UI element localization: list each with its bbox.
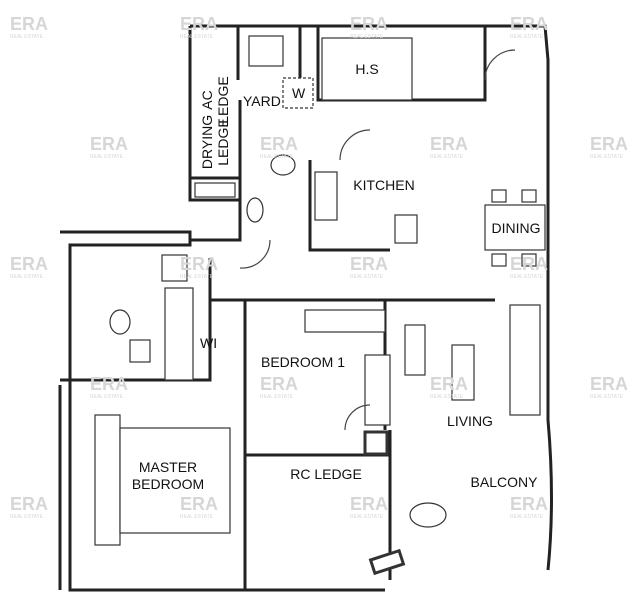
era-watermark-tagline: REAL ESTATE — [260, 154, 294, 160]
era-watermark: ERA — [510, 494, 548, 514]
era-watermark-tagline: REAL ESTATE — [180, 34, 214, 40]
era-watermark-tagline: REAL ESTATE — [590, 154, 624, 160]
era-watermark: ERA — [260, 374, 298, 394]
era-watermark: ERA — [10, 14, 48, 34]
era-watermark-tagline: REAL ESTATE — [350, 34, 384, 40]
era-watermark: ERA — [350, 494, 388, 514]
walls — [58, 24, 553, 592]
era-watermark-tagline: REAL ESTATE — [90, 394, 124, 400]
era-watermark: ERA — [180, 14, 218, 34]
dining-label: DINING — [492, 220, 541, 236]
aircon-icon — [368, 548, 406, 576]
coffee-table-icon — [451, 344, 475, 401]
sink-icon — [394, 214, 418, 244]
ledge-vent — [194, 182, 236, 198]
bedroom1-bed-icon — [364, 354, 391, 426]
era-watermark-tagline: REAL ESTATE — [510, 514, 544, 520]
household-shelter-box — [321, 37, 413, 101]
wardrobe-icon — [164, 287, 194, 381]
living-label: LIVING — [447, 413, 493, 429]
era-watermark: ERA — [10, 494, 48, 514]
chair-icon — [491, 253, 507, 267]
era-watermark-tagline: REAL ESTATE — [10, 514, 44, 520]
tv-console-icon — [509, 304, 541, 416]
shaft-icon — [161, 254, 188, 282]
era-watermark-tagline: REAL ESTATE — [510, 274, 544, 280]
era-watermark: ERA — [430, 134, 468, 154]
era-watermark-tagline: REAL ESTATE — [10, 274, 44, 280]
era-watermark: ERA — [590, 374, 628, 394]
bedroom-1-label: BEDROOM 1 — [261, 354, 345, 370]
era-watermark-tagline: REAL ESTATE — [180, 274, 214, 280]
era-watermark-tagline: REAL ESTATE — [350, 514, 384, 520]
chair-icon — [491, 189, 507, 203]
yard-label: YARD — [243, 93, 281, 109]
era-watermark: ERA — [180, 254, 218, 274]
bedside-icon — [94, 414, 121, 546]
wardrobe-bedroom1-icon — [304, 309, 386, 333]
era-watermark: ERA — [10, 254, 48, 274]
era-watermark-tagline: REAL ESTATE — [10, 34, 44, 40]
master-bed-icon — [119, 427, 231, 534]
era-watermark: ERA — [260, 134, 298, 154]
era-watermark-tagline: REAL ESTATE — [590, 394, 624, 400]
era-watermark: ERA — [510, 254, 548, 274]
drying-ledge-label-2: LEDGE — [215, 118, 231, 165]
ac-ledge-label-1: AC — [199, 90, 215, 109]
stove-icon — [314, 171, 338, 221]
era-watermark: ERA — [350, 14, 388, 34]
era-watermark-tagline: REAL ESTATE — [180, 514, 214, 520]
toilet-icon — [246, 197, 264, 223]
door-swings — [239, 49, 516, 431]
era-watermark: ERA — [430, 374, 468, 394]
kitchen-label: KITCHEN — [353, 177, 414, 193]
era-watermark: ERA — [350, 254, 388, 274]
era-watermark-tagline: REAL ESTATE — [510, 34, 544, 40]
washer-label: W — [292, 85, 306, 101]
chair-icon — [521, 189, 537, 203]
washer-box — [282, 77, 314, 109]
column-icon — [363, 430, 389, 456]
master-basin-icon — [129, 339, 151, 363]
era-watermark: ERA — [590, 134, 628, 154]
basin-icon — [270, 154, 296, 176]
balcony-label: BALCONY — [471, 474, 539, 490]
era-watermark-tagline: REAL ESTATE — [430, 154, 464, 160]
yard-tank — [248, 35, 284, 67]
era-watermark: ERA — [90, 374, 128, 394]
era-watermark-tagline: REAL ESTATE — [90, 154, 124, 160]
master-bedroom-label-1: MASTER — [139, 459, 197, 475]
ac-ledge-label-2: LEDGE — [215, 76, 231, 123]
room-labels: AC LEDGE YARD W H.S DRYING LEDGE KITCHEN… — [132, 61, 541, 492]
era-watermark: ERA — [180, 494, 218, 514]
era-watermark-tagline: REAL ESTATE — [260, 394, 294, 400]
sofa-icon — [404, 324, 426, 376]
master-bedroom-label-2: BEDROOM — [132, 476, 204, 492]
master-toilet-icon — [109, 309, 131, 335]
dining-table-icon — [484, 204, 546, 251]
fixtures — [94, 35, 546, 576]
household-shelter-label: H.S — [355, 61, 378, 77]
drying-ledge-label-1: DRYING — [199, 115, 215, 169]
rc-ledge-label: RC LEDGE — [290, 466, 362, 482]
era-watermark-tagline: REAL ESTATE — [430, 394, 464, 400]
era-watermark: ERA — [510, 14, 548, 34]
balcony-table-icon — [409, 502, 447, 528]
era-watermark: ERA — [90, 134, 128, 154]
chair-icon — [521, 253, 537, 267]
walk-in-label: WI — [200, 335, 217, 351]
era-watermark-tagline: REAL ESTATE — [350, 274, 384, 280]
